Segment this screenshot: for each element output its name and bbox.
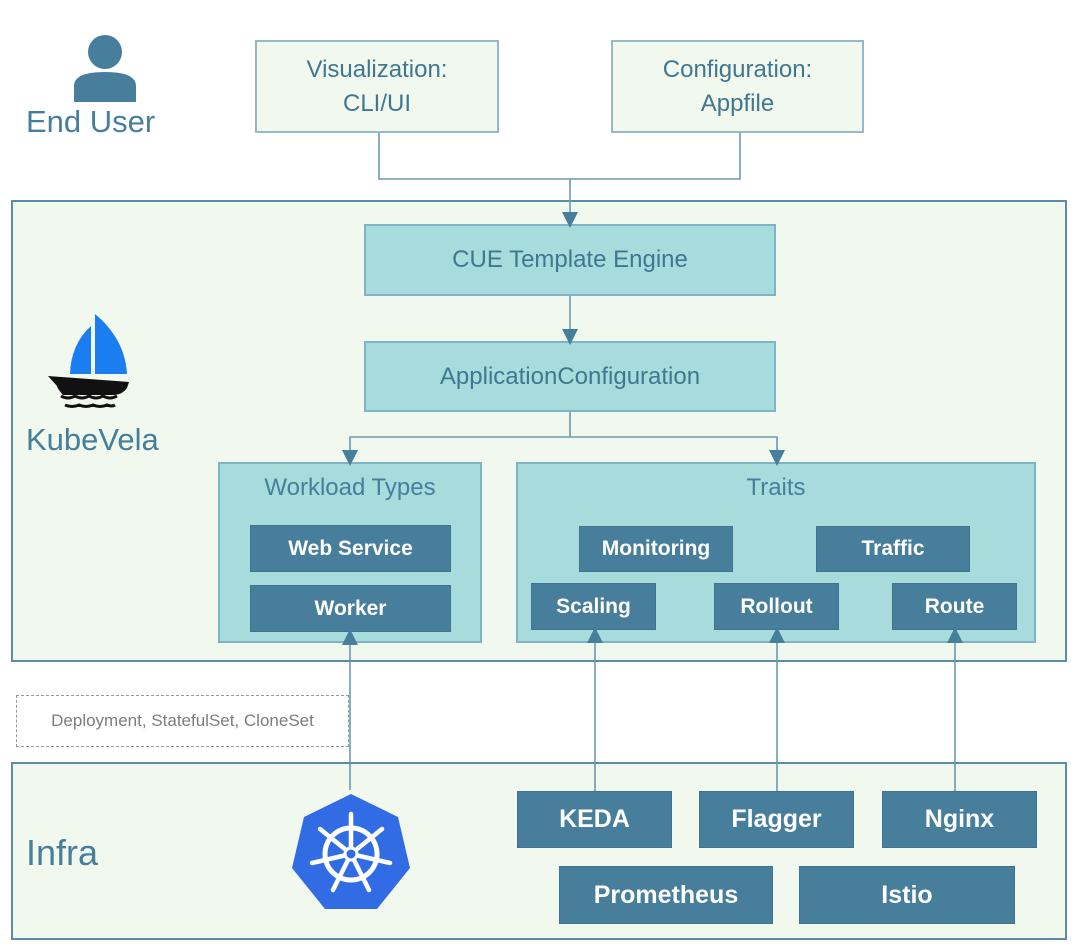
trait-traffic[interactable]: Traffic xyxy=(816,526,970,572)
workload-web-service[interactable]: Web Service xyxy=(250,525,451,572)
configuration-subtitle: Appfile xyxy=(700,89,775,117)
infra-label: Infra xyxy=(26,832,99,873)
trait-rollout[interactable]: Rollout xyxy=(714,583,839,630)
configuration-box[interactable]: Configuration: Appfile xyxy=(611,40,864,133)
user-icon xyxy=(74,35,136,102)
trait-route[interactable]: Route xyxy=(892,583,1017,630)
workload-worker[interactable]: Worker xyxy=(250,585,451,632)
infra-istio[interactable]: Istio xyxy=(799,866,1015,924)
workload-types-title: Workload Types xyxy=(264,474,436,501)
application-configuration-box[interactable]: ApplicationConfiguration xyxy=(364,341,776,412)
trait-monitoring[interactable]: Monitoring xyxy=(579,526,733,572)
end-user-group: End User xyxy=(20,30,170,145)
infra-prometheus[interactable]: Prometheus xyxy=(559,866,773,924)
workload-implementations-note: Deployment, StatefulSet, CloneSet xyxy=(16,695,349,747)
infra-keda[interactable]: KEDA xyxy=(517,791,672,848)
cue-template-engine-box[interactable]: CUE Template Engine xyxy=(364,224,776,296)
visualization-box[interactable]: Visualization: CLI/UI xyxy=(255,40,499,133)
trait-scaling[interactable]: Scaling xyxy=(531,583,656,630)
sailboat-icon xyxy=(48,314,129,408)
kubernetes-helm-icon xyxy=(292,794,410,909)
configuration-title: Configuration: xyxy=(662,55,813,83)
connector-inputs-merge xyxy=(378,133,741,180)
infra-nginx[interactable]: Nginx xyxy=(882,791,1037,848)
infra-flagger[interactable]: Flagger xyxy=(699,791,854,848)
visualization-title: Visualization: xyxy=(306,55,448,83)
kubevela-label: KubeVela xyxy=(26,422,159,457)
end-user-label: End User xyxy=(26,104,156,139)
traits-title: Traits xyxy=(746,474,806,501)
visualization-subtitle: CLI/UI xyxy=(342,89,411,117)
